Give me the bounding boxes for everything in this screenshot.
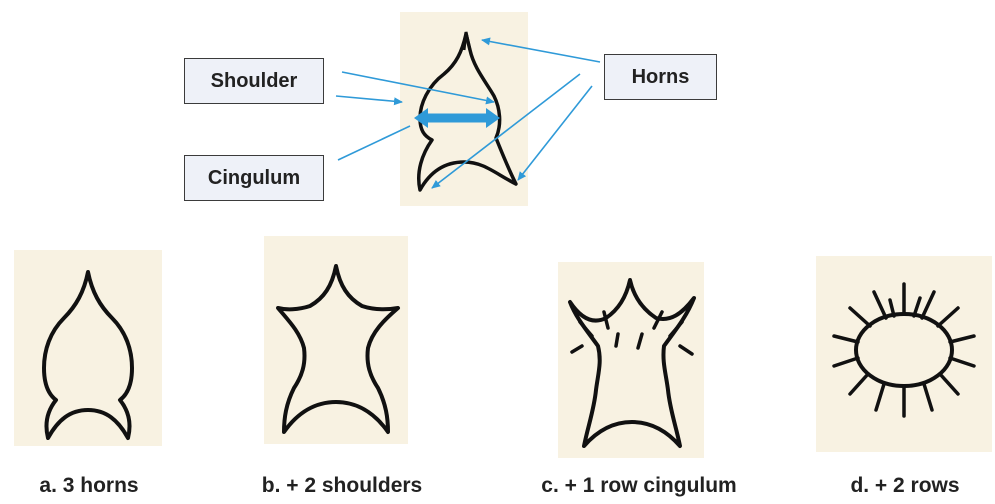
- reference-horn-tip: [464, 32, 470, 50]
- panel-d-svg: [816, 256, 992, 452]
- caption-b: b. + 2 shoulders: [232, 474, 452, 498]
- reference-specimen-drawing: [400, 12, 528, 206]
- panel-a-outline: [44, 272, 132, 438]
- caption-c: c. + 1 row cingulum: [520, 474, 758, 498]
- reference-outline: [419, 34, 516, 190]
- shoulder-arrow-left: [336, 96, 402, 102]
- panel-a-drawing: [14, 250, 162, 446]
- caption-d: d. + 2 rows: [830, 474, 980, 498]
- panel-c-outline: [570, 280, 694, 446]
- shoulder-label: Shoulder: [184, 58, 324, 104]
- caption-a: a. 3 horns: [14, 474, 164, 498]
- panel-b-outline: [278, 266, 398, 432]
- horns-label: Horns: [604, 54, 717, 100]
- panel-b-drawing: [264, 236, 408, 444]
- horn-arrow-right: [518, 86, 592, 180]
- cingulum-label: Cingulum: [184, 155, 324, 201]
- panel-a-svg: [14, 250, 162, 446]
- panel-d-drawing: [816, 256, 992, 452]
- panel-b-svg: [264, 236, 408, 444]
- panel-c-drawing: [558, 262, 704, 458]
- panel-c-svg: [558, 262, 704, 458]
- reference-specimen-svg: [400, 12, 528, 206]
